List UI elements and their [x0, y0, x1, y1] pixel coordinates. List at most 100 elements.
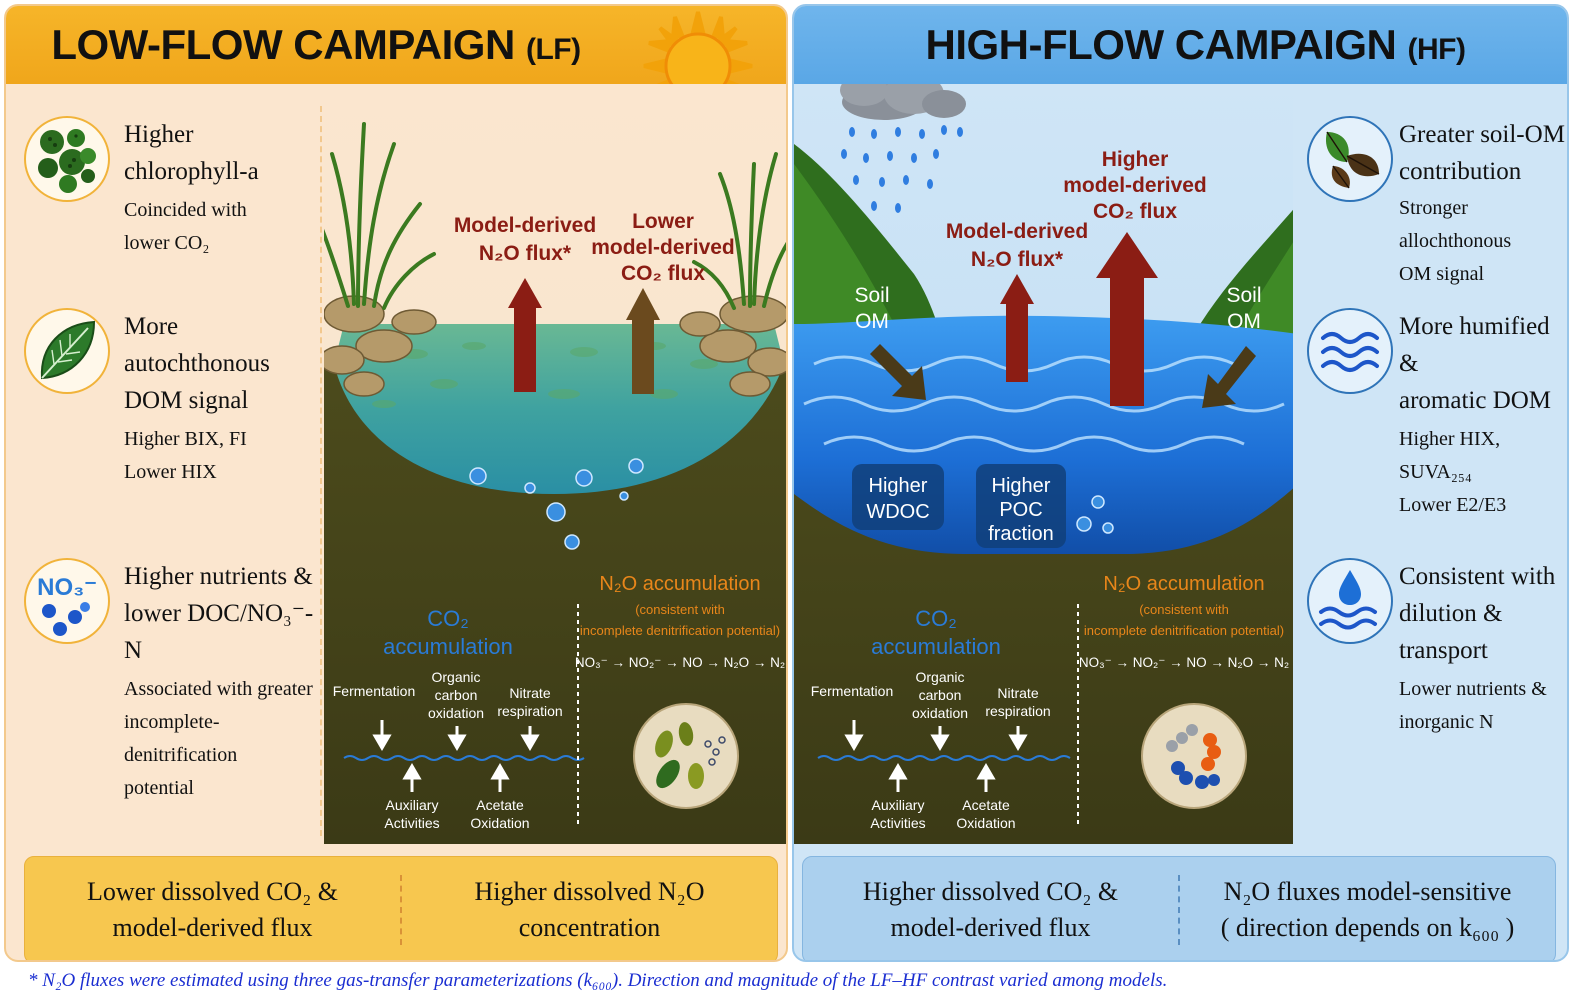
- n2o-flux-label: N₂O flux*: [971, 248, 1064, 271]
- process-label: Fermentation: [333, 683, 415, 699]
- process-label: Nitrate respiration: [497, 685, 563, 719]
- co2-accumulation-label: accumulation: [871, 634, 1001, 659]
- divider: [320, 106, 322, 836]
- high-flow-banner: HIGH-FLOW CAMPAIGN (HF): [794, 6, 1567, 84]
- finding-head: lower DOC/NO₃⁻-N: [124, 600, 314, 664]
- low-flow-abbr: (LF): [525, 33, 581, 66]
- co2-flux-label: CO₂ flux: [621, 262, 705, 285]
- finding-sub: OM signal: [1399, 263, 1484, 285]
- finding-sub: Lower nutrients &: [1399, 678, 1547, 700]
- leaves-icon: [1307, 116, 1393, 202]
- nitrate-icon: NO₃⁻: [24, 558, 110, 644]
- denitrification-chain: NO₃⁻ → NO₂⁻ → NO → N₂O → N₂: [1079, 655, 1289, 670]
- finding-sub: Higher HIX, SUVA₂₅₄: [1399, 428, 1501, 483]
- finding-head: More autochthonous: [124, 313, 270, 377]
- low-flow-banner: LOW-FLOW CAMPAIGN (LF): [6, 6, 786, 121]
- high-flow-illustration: Soil OM Soil OM Model-derived N₂O flux* …: [794, 84, 1298, 844]
- finding-sub: potential: [124, 777, 194, 799]
- soil-om-label: Soil: [854, 284, 889, 307]
- poc-box: [976, 464, 1066, 548]
- co2-accumulation-label: accumulation: [383, 634, 513, 659]
- n2o-note: incomplete denitrification potential): [580, 623, 780, 638]
- finding-head: DOM signal: [124, 387, 249, 414]
- co2-accumulation-label: CO₂: [915, 606, 957, 631]
- n2o-flux-label: Model-derived: [946, 220, 1088, 243]
- soil-om-label: Soil: [1226, 284, 1261, 307]
- low-flow-panel: LOW-FLOW CAMPAIGN (LF): [4, 4, 788, 962]
- process-label: Acetate Oxidation: [956, 797, 1016, 831]
- low-flow-illustration: Model-derived N₂O flux* Lower model-deri…: [324, 84, 786, 844]
- finding-head: dilution & transport: [1399, 600, 1503, 664]
- soil-om-arrow-right: [1202, 346, 1256, 408]
- summary-divider: [1178, 875, 1180, 945]
- finding-sub: Associated with greater: [124, 678, 313, 700]
- co2-flux-label: model-derived: [1063, 174, 1207, 197]
- finding-head: Greater soil-OM: [1399, 121, 1565, 148]
- n2o-note: incomplete denitrification potential): [1084, 623, 1284, 638]
- co2-flux-arrowhead: [626, 288, 660, 320]
- summary-cell: Higher dissolved CO₂ & model-derived flu…: [862, 877, 1119, 942]
- low-flow-scene: Model-derived N₂O flux* Lower model-deri…: [324, 84, 786, 844]
- co2-accumulation-label: CO₂: [427, 606, 469, 631]
- n2o-flux-arrowhead: [508, 278, 542, 308]
- microbes-icon: [1141, 703, 1247, 809]
- n2o-flux-label: Model-derived: [454, 214, 596, 237]
- low-flow-findings: Higher chlorophyll-a Coincided with lowe…: [6, 86, 322, 848]
- wdoc-box: [852, 464, 944, 530]
- n2o-flux-arrow: [514, 306, 536, 392]
- soil-om-label: OM: [855, 310, 889, 333]
- finding-sub: inorganic N: [1399, 711, 1494, 733]
- waves-icon: [1307, 308, 1393, 394]
- finding-sub: incomplete-denitrification: [124, 711, 238, 766]
- co2-flux-label: Lower: [632, 210, 694, 233]
- process-label: Fermentation: [811, 683, 893, 699]
- high-flow-scene: Soil OM Soil OM Model-derived N₂O flux* …: [794, 84, 1298, 844]
- finding-head: Higher chlorophyll-a: [124, 121, 259, 185]
- finding-head: More humified &: [1399, 313, 1550, 377]
- co2-flux-arrowhead: [1096, 232, 1158, 278]
- high-flow-abbr: (HF): [1407, 33, 1466, 66]
- finding-sub: Coincided with: [124, 199, 247, 221]
- finding-head: contribution: [1399, 158, 1522, 185]
- n2o-note: (consistent with: [635, 602, 725, 617]
- finding-sub: Lower HIX: [124, 461, 217, 483]
- n2o-accumulation-label: N₂O accumulation: [1103, 573, 1264, 595]
- denitrification-chain: NO₃⁻ → NO₂⁻ → NO → N₂O → N₂: [575, 655, 785, 670]
- high-flow-summary: Higher dissolved CO₂ & model-derived flu…: [802, 856, 1556, 960]
- process-label: Auxiliary Activities: [384, 797, 440, 831]
- high-flow-title: HIGH-FLOW CAMPAIGN (HF): [925, 21, 1466, 68]
- high-flow-panel: HIGH-FLOW CAMPAIGN (HF): [792, 4, 1569, 962]
- wdoc-label: WDOC: [866, 501, 929, 523]
- n2o-note: (consistent with: [1139, 602, 1229, 617]
- finding-head: aromatic DOM: [1399, 387, 1552, 414]
- soil-om-arrow-left: [870, 344, 926, 400]
- rain-cloud-icon: [840, 84, 966, 213]
- process-label: Organic carbon oxidation: [427, 669, 485, 721]
- co2-flux-arrow: [632, 318, 654, 394]
- n2o-accumulation-label: N₂O accumulation: [599, 573, 760, 595]
- finding-sub: lower CO₂: [124, 232, 210, 254]
- finding-sub: Higher BIX, FI: [124, 428, 247, 450]
- water-drop-icon: [1307, 558, 1393, 644]
- finding-head: Consistent with: [1399, 563, 1556, 590]
- n2o-flux-arrowhead: [1000, 274, 1034, 304]
- co2-flux-label: model-derived: [591, 236, 735, 259]
- summary-cell: Lower dissolved CO₂ & model-derived flux: [87, 877, 338, 942]
- n2o-flux-arrow: [1006, 302, 1028, 382]
- n2o-flux-label: N₂O flux*: [479, 242, 572, 265]
- process-label: Organic carbon oxidation: [911, 669, 969, 721]
- microbes-icon: [633, 703, 739, 809]
- chlorophyll-cells-icon: [24, 116, 110, 202]
- poc-label: Higher: [992, 475, 1051, 497]
- nitrate-label: NO₃⁻: [37, 574, 97, 601]
- finding-sub: Lower E2/E3: [1399, 494, 1507, 516]
- finding-head: Higher nutrients &: [124, 563, 313, 590]
- process-label: Acetate Oxidation: [470, 797, 530, 831]
- leaf-icon: [24, 308, 110, 394]
- low-flow-summary: Lower dissolved CO₂ & model-derived flux…: [24, 856, 778, 960]
- co2-flux-label: Higher: [1102, 148, 1169, 171]
- poc-label: fraction: [988, 523, 1054, 545]
- process-label: Nitrate respiration: [985, 685, 1051, 719]
- co2-flux-arrow: [1110, 276, 1144, 406]
- summary-cell: N₂O fluxes model-sensitive ( direction d…: [1220, 877, 1515, 942]
